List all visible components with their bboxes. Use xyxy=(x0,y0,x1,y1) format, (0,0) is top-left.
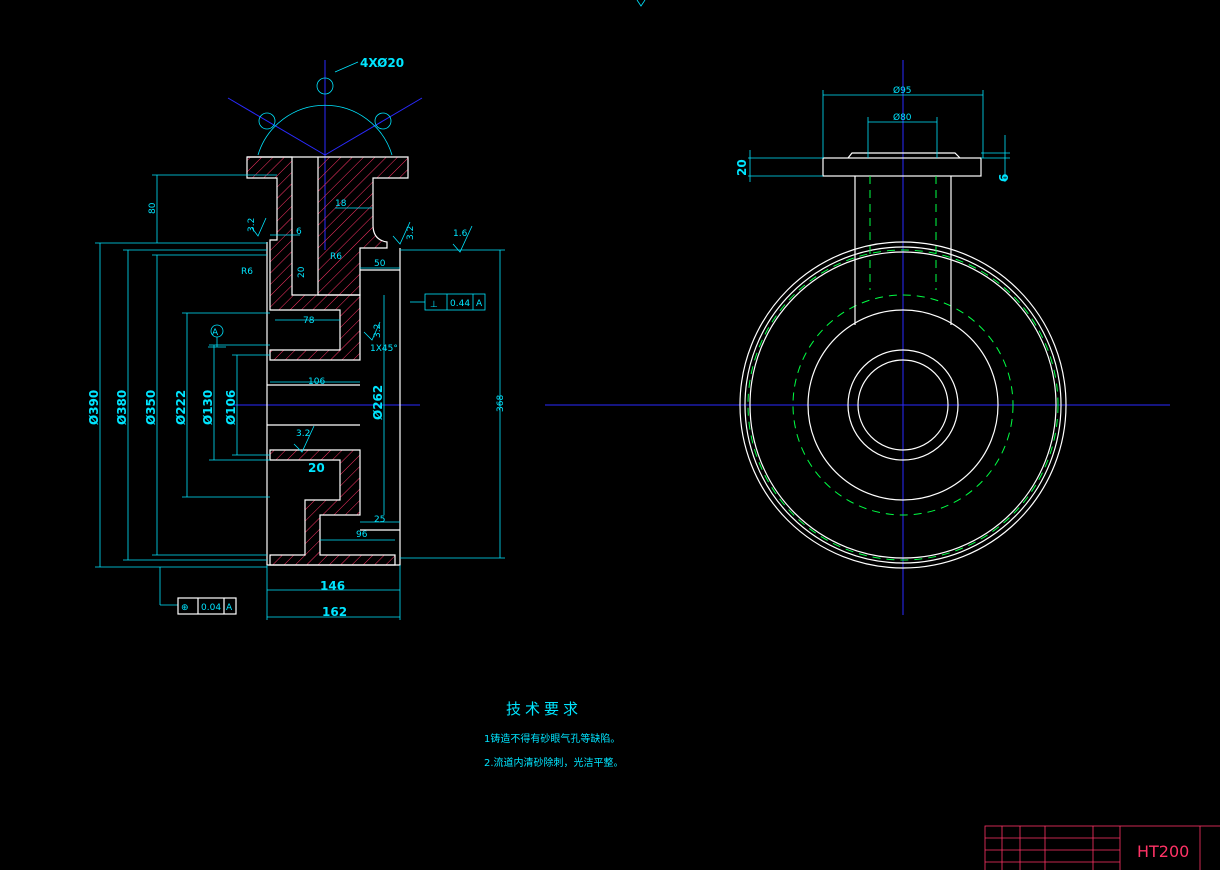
title-block xyxy=(984,825,1220,870)
tech-req-title: 技术要求 xyxy=(506,700,582,718)
dim-w146: 146 xyxy=(320,579,345,593)
dim-w25: 25 xyxy=(374,515,385,525)
dim-r6-left: R6 xyxy=(241,267,253,277)
view-marker-icon xyxy=(636,0,646,7)
section-hatch xyxy=(247,156,409,296)
tech-req-line2: 2.流道内清砂除刺，光洁平整。 xyxy=(484,756,624,769)
hole-callout: 4XØ20 xyxy=(360,56,404,70)
dim-chamfer: 1X45° xyxy=(370,344,398,354)
perp-value: 0.44 xyxy=(450,299,470,309)
dim-h80: 80 xyxy=(148,202,158,214)
dim-d95: Ø95 xyxy=(893,85,912,96)
bolt-circle-arc xyxy=(257,104,393,156)
material-label: HT200 xyxy=(1137,842,1189,861)
dim-h368: 368 xyxy=(496,395,506,412)
roughness-b: 3.2 xyxy=(406,226,416,240)
dim-d262: Ø262 xyxy=(371,385,385,420)
perp-symbol: ⊥ xyxy=(430,300,438,310)
dim-w50: 50 xyxy=(374,259,386,269)
pos-symbol: ⊕ xyxy=(181,603,189,613)
dim-w78: 78 xyxy=(303,316,315,326)
dim-w96: 96 xyxy=(356,530,368,540)
dim-w20-upper: 20 xyxy=(297,266,307,278)
dim-w18: 18 xyxy=(335,199,347,209)
tolerance-perpendicularity: ⊥ 0.44 A xyxy=(424,293,486,311)
perp-datum: A xyxy=(476,299,483,309)
dim-d222: Ø222 xyxy=(174,390,188,425)
dim-r6-right: R6 xyxy=(330,252,342,262)
roughness-c: 3.2 xyxy=(373,324,383,338)
dim-w6: 6 xyxy=(296,227,302,237)
dim-h6-side: 6 xyxy=(997,174,1011,182)
dim-w20-lower: 20 xyxy=(308,461,325,475)
dim-d350: Ø350 xyxy=(144,390,158,425)
dim-d106: Ø106 xyxy=(224,390,238,425)
side-view xyxy=(545,60,1170,615)
datum-a-label: A xyxy=(212,328,219,338)
section-view xyxy=(95,60,505,620)
bolt-hole-left xyxy=(258,112,276,130)
tolerance-position: ⊕ 0.04 A xyxy=(177,597,237,615)
dim-d380: Ø380 xyxy=(115,390,129,425)
roughness-16: 1.6 xyxy=(453,229,468,239)
body-outline xyxy=(266,242,401,566)
dim-d130: Ø130 xyxy=(201,390,215,425)
pos-datum: A xyxy=(226,603,233,613)
bolt-hole-right xyxy=(374,112,392,130)
dim-w162: 162 xyxy=(322,605,347,619)
dim-d80: Ø80 xyxy=(893,112,912,123)
flange-top xyxy=(822,157,982,177)
dim-w106: 106 xyxy=(308,377,325,387)
pos-value: 0.04 xyxy=(201,603,221,613)
roughness-a: 3.2 xyxy=(247,218,257,232)
dim-h20-side: 20 xyxy=(735,159,749,176)
roughness-d: 3.2 xyxy=(296,429,310,439)
tech-req-line1: 1铸造不得有砂眼气孔等缺陷。 xyxy=(484,732,620,745)
bolt-hole-top xyxy=(316,77,334,95)
dim-d390: Ø390 xyxy=(87,390,101,425)
